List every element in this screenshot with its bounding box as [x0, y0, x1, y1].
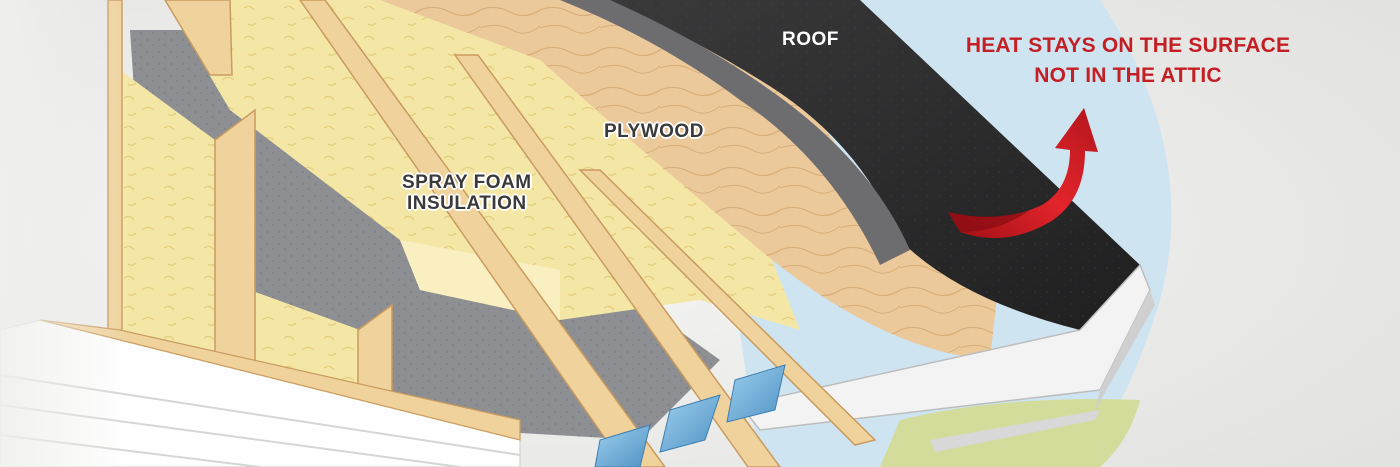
heat-caption-line1: HEAT STAYS ON THE SURFACE	[950, 31, 1306, 61]
roof-label: ROOF	[782, 29, 839, 51]
plywood-label: PLYWOOD	[604, 121, 704, 142]
heat-caption: HEAT STAYS ON THE SURFACE NOT IN THE ATT…	[950, 31, 1306, 91]
heat-caption-line2: NOT IN THE ATTIC	[950, 61, 1306, 91]
spray-foam-label: SPRAY FOAM INSULATION	[402, 172, 532, 214]
